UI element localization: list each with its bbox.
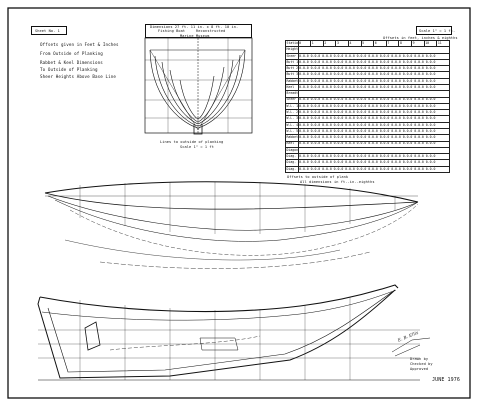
profile-plan (37, 284, 420, 381)
offsets-grid: Station 0 1 2 3 4 5 6 7 8 9 10 11 Height… (285, 39, 451, 174)
section-caption-2: Scale 1" = 1 ft (180, 145, 214, 149)
date: JUNE 1976 (432, 377, 460, 383)
body-plan (144, 37, 253, 135)
stamp-line-1: Drawn by (410, 357, 429, 361)
note-5: Sheer Heights Above Base Line (40, 74, 117, 79)
section-caption-1: Lines to outside of planking (160, 140, 224, 144)
note-1: Offsets given in Feet & Inches (40, 42, 119, 47)
offsets-note-1: Offsets to outside of plank (287, 175, 349, 179)
sheet-border (7, 7, 471, 399)
row-label: Diag. C (285, 165, 299, 174)
title-line-2: Fishing Boat (158, 29, 186, 33)
scale-note: Offsets in feet, inches & eighths (383, 36, 458, 40)
table-row: Diag. C0-0-0 0-0-0 0-0-0 0-0-0 0-0-0 0-0… (285, 165, 451, 174)
scale-tag: Scale 1" = 1 ft. (419, 29, 456, 33)
signature-mark (391, 337, 431, 357)
sheet-id: Sheet No. 1 (35, 29, 60, 33)
stamp-line-2: Checked by (410, 362, 433, 366)
half-breadth-plan (44, 181, 419, 269)
title-block: Dimensions 27 ft. 11 in. x 8 ft. 10 in. … (145, 24, 252, 38)
title-line-1: Dimensions 27 ft. 11 in. x 8 ft. 10 in. (150, 25, 239, 29)
note-2: From Outside of Planking (40, 51, 103, 56)
stamp-line-3: Approved (410, 367, 429, 371)
title-line-3: Reconstructed (196, 29, 226, 33)
offsets-note-2: All dimensions in ft.-in.-eighths (300, 180, 375, 184)
scale-tag-box: Scale 1" = 1 ft. (416, 26, 456, 35)
offsets-header-row: Station 0 1 2 3 4 5 6 7 8 9 10 11 (285, 39, 450, 48)
offsets-table: Station 0 1 2 3 4 5 6 7 8 9 10 11 Height… (285, 39, 451, 174)
sheet-id-box: Sheet No. 1 (31, 26, 67, 35)
note-4: To Outside of Planking (40, 67, 98, 72)
offset-values: 0-0-0 0-0-0 0-0-0 0-0-0 0-0-0 0-0-0 0-0-… (297, 165, 451, 174)
title-line-4: Marine Museum (180, 33, 210, 38)
note-3: Rabbet & Keel Dimensions (40, 60, 103, 65)
